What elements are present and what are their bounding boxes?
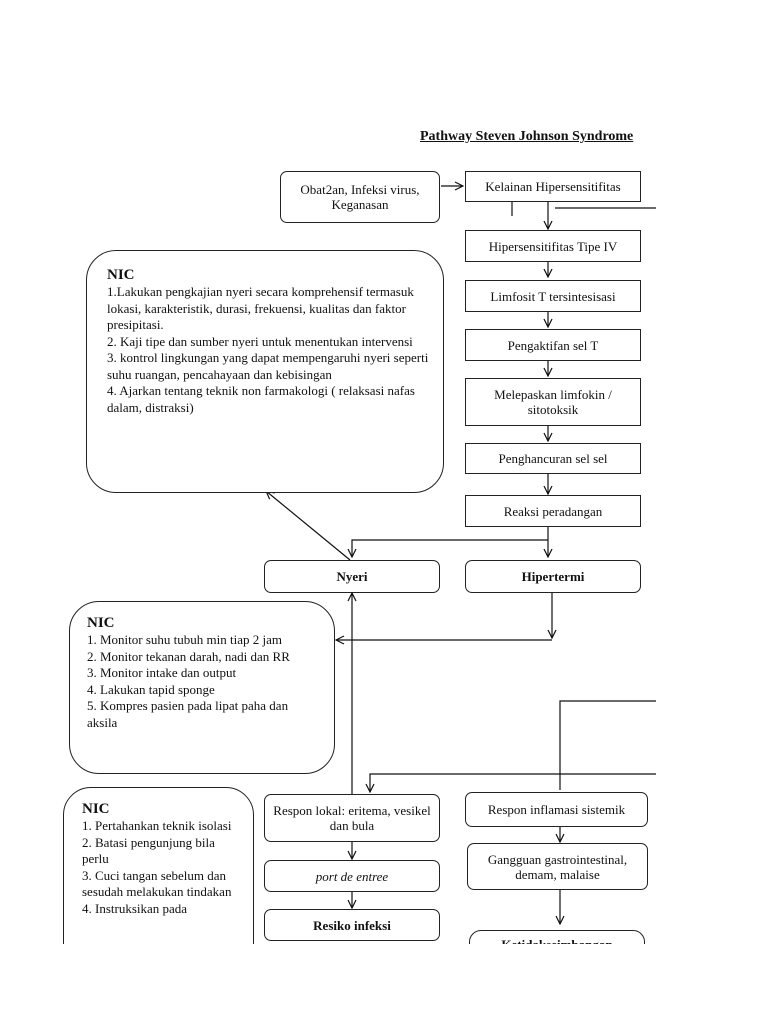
node-resiko-infeksi: Resiko infeksi [264, 909, 440, 941]
nic-item: 2. Monitor tekanan darah, nadi dan RR [87, 648, 290, 664]
nic-box-hipertermi: NIC 1. Monitor suhu tubuh min tiap 2 jam… [69, 601, 335, 774]
node-limfokin: Melepaskan limfokin / sitotoksik [465, 378, 641, 426]
nic-item: 3. Cuci tangan sebelum dan sesudah melak… [82, 867, 232, 900]
nic-item: 4. Ajarkan tentang teknik non farmakolog… [107, 383, 415, 415]
node-respon-lokal: Respon lokal: eritema, vesikel dan bula [264, 794, 440, 842]
node-tipe4: Hipersensitifitas Tipe IV [465, 230, 641, 262]
nic-box-nyeri: NIC 1.Lakukan pengkajian nyeri secara ko… [86, 250, 444, 493]
nic-item: 1. Monitor suhu tubuh min tiap 2 jam [87, 632, 282, 647]
nic-item: 1. Pertahankan teknik isolasi [82, 818, 232, 833]
nic-item: 3. Monitor intake dan output [87, 665, 237, 680]
line-right-branch [559, 700, 656, 790]
nic-item: 1.Lakukan pengkajian nyeri secara kompre… [107, 284, 414, 332]
nic-heading: NIC [87, 615, 115, 631]
nic-heading: NIC [82, 801, 110, 817]
diagram-title: Pathway Steven Johnson Syndrome [420, 129, 634, 144]
node-peradangan: Reaksi peradangan [465, 495, 641, 527]
node-causes: Obat2an, Infeksi virus, Keganasan [280, 171, 440, 223]
nic-item: 5. Kompres pasien pada lipat paha dan ak… [87, 698, 289, 730]
arrow-to-respon-lokal [370, 773, 656, 792]
page-crop-mask [0, 944, 768, 1024]
nic-item: 4. Instruksikan pada [82, 900, 188, 916]
node-pengaktifan: Pengaktifan sel T [465, 329, 641, 361]
nic-heading: NIC [107, 267, 135, 283]
nic-item: 2. Batasi pengunjung bila perlu [82, 834, 215, 867]
node-penghancuran: Penghancuran sel sel [465, 443, 641, 474]
arrow-peradangan-to-nyeri [352, 539, 548, 557]
nic-item: 2. Kaji tipe dan sumber nyeri untuk mene… [107, 333, 413, 349]
nic-item: 3. kontrol lingkungan yang dapat mempeng… [107, 350, 429, 382]
node-port-de-entree: port de entree [264, 860, 440, 892]
node-nyeri: Nyeri [264, 560, 440, 593]
node-kelainan: Kelainan Hipersensitifitas [465, 171, 641, 202]
node-respon-sistemik: Respon inflamasi sistemik [465, 792, 648, 827]
arrow-nyeri-to-nic [266, 491, 351, 561]
node-hipertermi: Hipertermi [465, 560, 641, 593]
node-limfosit: Limfosit T tersintesisasi [465, 280, 641, 312]
nic-item: 4. Lakukan tapid sponge [87, 681, 215, 697]
node-gangguan: Gangguan gastrointestinal, demam, malais… [467, 843, 648, 890]
